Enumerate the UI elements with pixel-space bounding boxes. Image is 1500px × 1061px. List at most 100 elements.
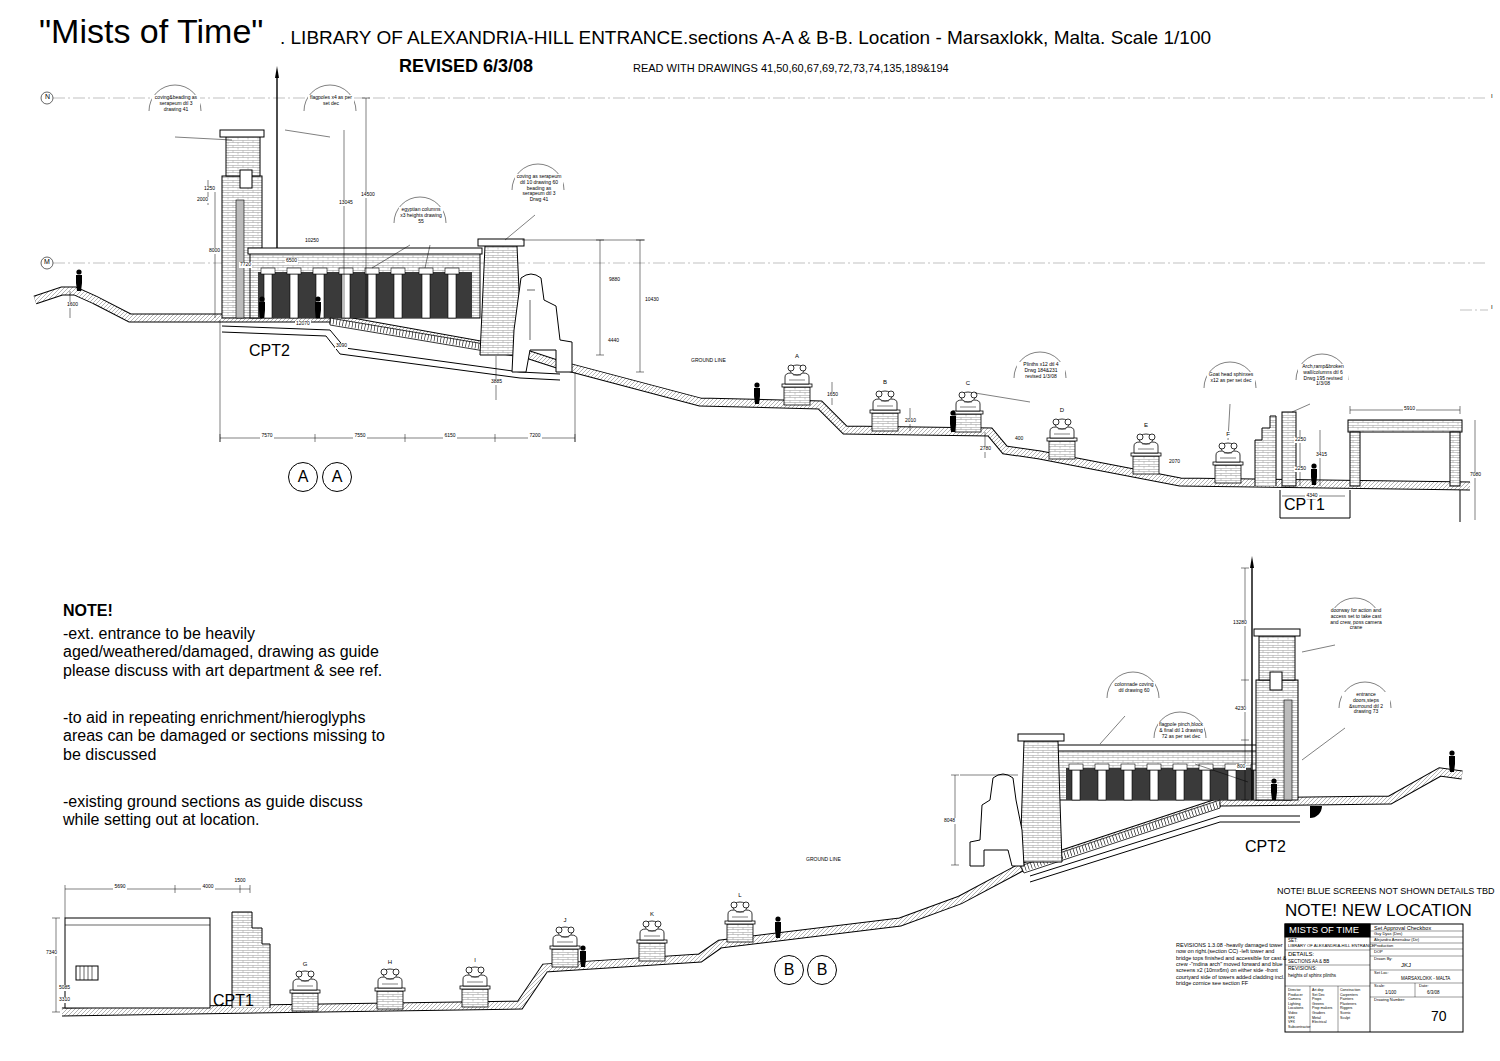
subtitle: . LIBRARY OF ALEXANDRIA-HILL ENTRANCE.se…	[279, 27, 1212, 49]
drawing-path	[1250, 556, 1254, 568]
title-block-cell: MARSAXLOKK - MALTA	[1400, 976, 1451, 981]
drawing-rect	[287, 268, 301, 274]
title-block-header: MISTS OF TIME	[1288, 925, 1360, 936]
drawing-rect	[1256, 680, 1298, 800]
title-block-cell: Set Approval Checkbox	[1373, 925, 1432, 931]
section-marker: A	[288, 462, 318, 492]
area-label: CPT1	[1283, 496, 1326, 514]
drawing-rect	[1069, 764, 1083, 770]
dimension-text: 5910	[1403, 406, 1416, 412]
drawing-rect	[264, 274, 272, 318]
dimension-text: 3885	[490, 379, 503, 385]
title-block-cell: Metal	[1311, 1016, 1322, 1020]
drawing-rect	[1058, 748, 1290, 800]
drawing-use	[754, 382, 760, 404]
drawing-path	[304, 85, 356, 111]
note-text: -ext. entrance to be heavily aged/weathe…	[62, 625, 394, 680]
callout-note: entrance doors,steps &surround dtl 2 dra…	[1342, 692, 1390, 715]
section-letter: I	[473, 957, 477, 964]
drawing-rect	[365, 268, 379, 274]
title-block-cell: LIBRARY OF ALEXANDRIA-HILL ENTRANCE	[1287, 944, 1376, 949]
drawing-rect	[258, 272, 472, 318]
drawing-path	[1292, 404, 1310, 412]
dimension-text: 13045	[338, 200, 354, 206]
note-heading: NOTE!	[62, 602, 114, 620]
drawing-title: "Mists of Time"	[38, 12, 264, 51]
title-block-cell: Drawn By:	[1373, 957, 1393, 962]
drawing-rect	[1176, 770, 1184, 800]
dimension-text: 800	[1236, 764, 1246, 770]
reference-note: READ WITH DRAWINGS 41,50,60,67,69,72,73,…	[632, 62, 950, 75]
drawing-rect	[1147, 764, 1161, 770]
drawing-rect	[1270, 672, 1282, 690]
title-block-cell: 6/3/08	[1426, 990, 1441, 995]
drawing-rect	[1072, 770, 1080, 800]
drawing-polyline	[35, 291, 1470, 486]
drawing-rect	[1121, 764, 1135, 770]
title-block-cell: Carpenters	[1339, 993, 1359, 997]
title-block-cell: DETAILS:	[1287, 951, 1315, 958]
ground-line-label: GROUND LINE	[690, 358, 727, 364]
title-block-cell: REVISIONS:	[1287, 966, 1318, 972]
grid-marker: N	[44, 93, 51, 101]
drawing-use	[1047, 419, 1077, 459]
drawing-use	[870, 391, 900, 431]
drawing-rect	[1202, 770, 1210, 800]
title-block-cell: Greens	[1311, 1002, 1325, 1006]
drawing-rect	[1285, 924, 1463, 1032]
drawing-path	[372, 245, 430, 268]
dimension-text: 6500	[285, 258, 298, 264]
drawing-rect	[1095, 764, 1109, 770]
drawing-path	[527, 290, 535, 340]
drawing-rect	[1098, 770, 1106, 800]
drawing-polyline	[62, 772, 1462, 1012]
drawing-use	[76, 269, 82, 291]
drawing-g	[52, 568, 1249, 1012]
drawing-rect	[368, 274, 376, 318]
section-marker: B	[807, 955, 837, 985]
title-block-cell: Locations	[1287, 1006, 1304, 1010]
dimension-text: 7720	[239, 262, 252, 268]
drawing-rect	[342, 274, 350, 318]
ground-line-label: GROUND LINE	[805, 857, 842, 863]
drawing-path	[1204, 362, 1256, 388]
drawing-rect	[419, 268, 433, 274]
dimension-text: 6150	[443, 433, 456, 439]
drawing-rect	[290, 274, 298, 318]
section-letter: D	[1059, 407, 1065, 414]
title-block-cell: Director	[1287, 988, 1302, 992]
drawing-rect	[1018, 734, 1064, 741]
drawing-path	[344, 130, 345, 318]
drawing-g	[1069, 764, 1265, 800]
dimension-text: 2250	[1294, 466, 1307, 472]
area-label: CPT2	[1244, 838, 1287, 856]
drawing-use	[782, 365, 812, 405]
drawing-path	[1107, 672, 1159, 698]
drawing-g	[1100, 598, 1391, 782]
section-letter: A	[794, 353, 800, 360]
drawing-rect	[1284, 700, 1292, 800]
dimension-text: 10250	[304, 238, 320, 244]
drawing-rect	[478, 239, 524, 246]
drawing-path	[1100, 716, 1125, 744]
drawing-use	[259, 296, 265, 318]
drawing-rect	[1285, 924, 1370, 937]
drawing-rect	[391, 268, 405, 274]
section-letter: J	[563, 917, 568, 924]
drawing-polygon	[1020, 741, 1062, 862]
note-text: NOTE! BLUE SCREENS NOT SHOWN DETAILS TBD	[1276, 886, 1496, 896]
drawing-path	[1370, 924, 1371, 1032]
title-block-cell: Construction	[1339, 988, 1361, 992]
dimension-text: 1650	[826, 392, 839, 398]
drawing-rect	[76, 966, 98, 980]
callout-note: flagpole pinch,block & final dtl 1 drawi…	[1158, 722, 1204, 739]
callout-note: Goat head sphinxes x12 as per set dec	[1207, 372, 1255, 384]
drawing-rect	[394, 274, 402, 318]
callout-note: colonnade coving dtl drawing 60	[1113, 682, 1155, 694]
area-label: CPT1	[212, 992, 255, 1010]
drawing-rect	[313, 268, 327, 274]
dimension-text: 1500	[233, 878, 246, 884]
drawing-path	[505, 215, 535, 240]
drawing-polyline	[62, 772, 1462, 1012]
revisions-note: REVISIONS 1.3.08 -heavily damaged tower …	[1175, 942, 1289, 986]
